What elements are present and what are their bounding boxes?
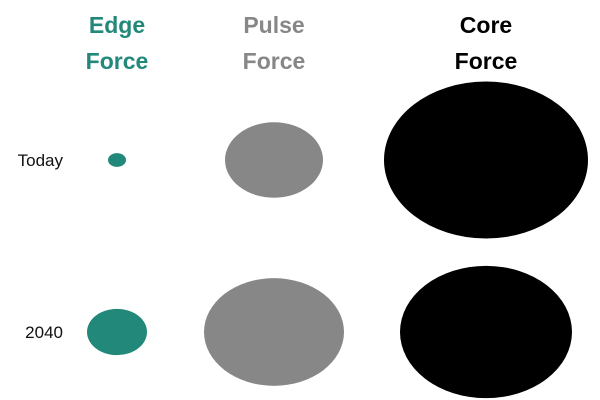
bubble-edge-2040 [87, 308, 147, 356]
column-header-core-line1: Core [460, 12, 512, 38]
column-header-core-line2: Force [455, 48, 518, 74]
bubble-core-2040 [400, 265, 572, 399]
bubble-edge-today [108, 153, 126, 167]
column-header-edge-line2: Force [86, 48, 149, 74]
bubble-core-today [384, 81, 588, 239]
row-label-today: Today [18, 151, 64, 170]
bubble-pulse-today [225, 122, 323, 198]
bubble-pulse-2040 [204, 278, 344, 386]
column-header-edge-line1: Edge [89, 12, 145, 38]
row-label-2040: 2040 [25, 323, 63, 342]
column-header-pulse-line2: Force [243, 48, 306, 74]
column-header-pulse-line1: Pulse [243, 12, 304, 38]
